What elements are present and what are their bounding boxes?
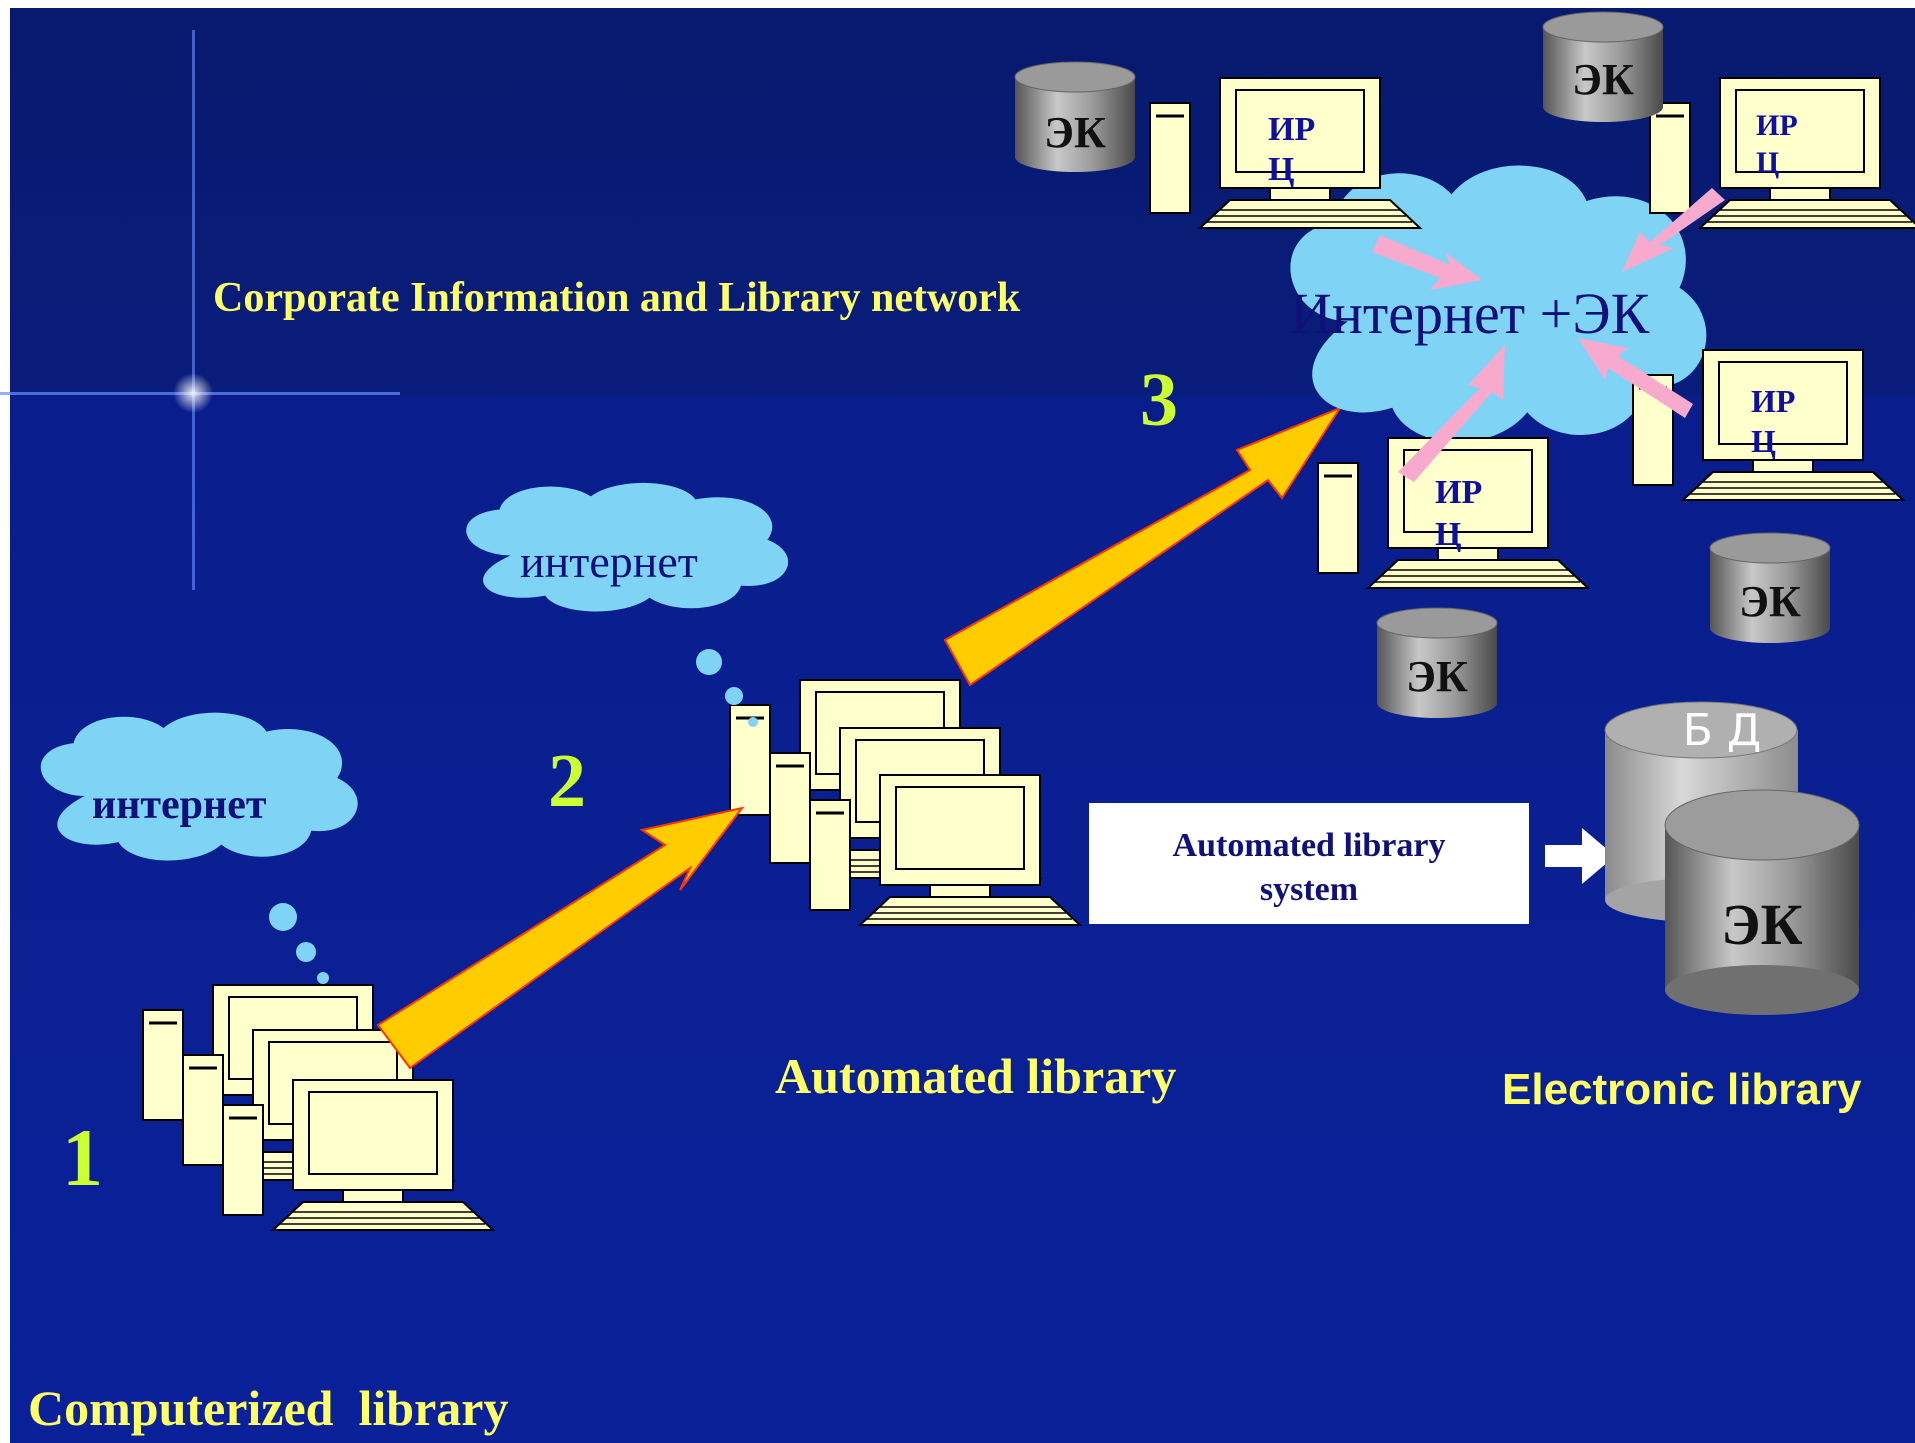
database-ek-label: ЭК [1721, 892, 1802, 957]
cloud-1-label: интернет [92, 782, 267, 828]
network-computer-4: ИР Ц [1316, 436, 1590, 590]
network-ek-1-label: ЭК [1044, 108, 1106, 157]
network-ek-2-label: ЭК [1572, 55, 1634, 104]
irc-1-line-2: Ц [1268, 151, 1294, 188]
stage-1-number: 1 [62, 1112, 103, 1203]
arrow-stage2-to-stage3 [943, 405, 1343, 687]
stage-2-number: 2 [548, 739, 586, 823]
network-ek-4-label: ЭК [1739, 577, 1801, 626]
internet-ek-label: Интернет +ЭК [1290, 281, 1650, 346]
irc-3-line-1: ИР [1751, 383, 1795, 419]
network-ek-4: ЭК [1709, 532, 1831, 644]
irc-4-line-1: ИР [1435, 474, 1482, 511]
pink-arrows [1372, 188, 1725, 482]
stage-2-label: Automated library [775, 1048, 1176, 1104]
network-computer-3: ИР Ц [1631, 348, 1905, 502]
stage-1-label: Computerized library [28, 1380, 508, 1436]
cloud-2-label: интернет [520, 536, 698, 587]
irc-2-line-2: Ц [1756, 146, 1779, 179]
irc-3-line-2: Ц [1751, 423, 1776, 459]
database-ek: ЭК [1664, 789, 1860, 1015]
arrow-als-to-db [1545, 828, 1615, 884]
network-ek-3-label: ЭК [1406, 652, 1468, 701]
als-box: Automated library system [1089, 803, 1529, 924]
network-computer-2: ИР Ц [1648, 76, 1915, 230]
network-ek-3: ЭК [1376, 607, 1498, 719]
arrow-stage1-to-stage2 [376, 806, 745, 1070]
bd-label: Б Д [1683, 705, 1762, 756]
stage-3-number: 3 [1140, 358, 1178, 442]
irc-4-line-2: Ц [1435, 516, 1461, 553]
als-line-1: Automated library [1173, 827, 1446, 864]
irc-2-line-1: ИР [1756, 109, 1798, 142]
network-ek-2: ЭК [1542, 11, 1664, 123]
network-ek-1: ЭК [1014, 61, 1136, 173]
cloud-1 [40, 712, 358, 984]
network-computer-1: ИР Ц [1148, 76, 1422, 230]
irc-1-line-1: ИР [1268, 111, 1315, 148]
als-line-2: system [1260, 871, 1358, 908]
cloud-2 [466, 482, 789, 727]
page-title: Corporate Information and Library networ… [213, 275, 1021, 321]
light-flare [0, 30, 400, 590]
stage-3-label: Electronic library [1502, 1065, 1862, 1114]
